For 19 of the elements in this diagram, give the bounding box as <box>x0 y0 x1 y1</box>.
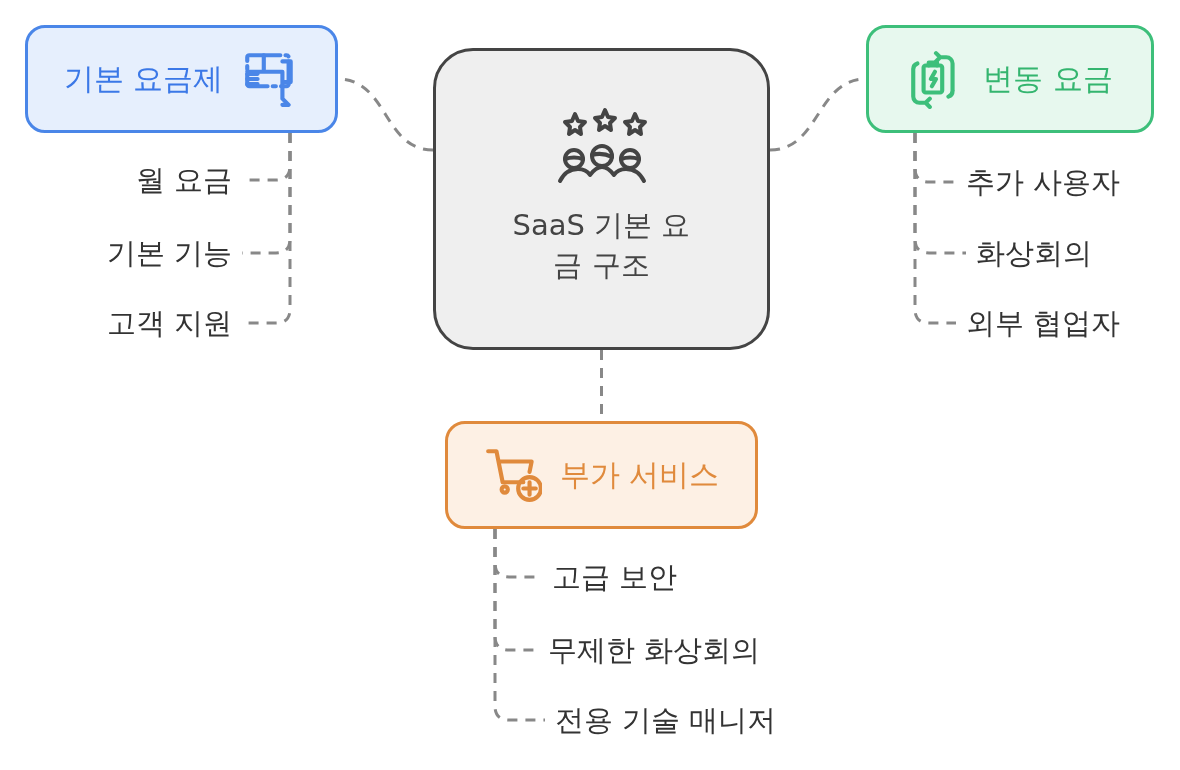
list-item-text: 외부 협업자 <box>956 303 1131 343</box>
box-title: SaaS 기본 요금 구조 <box>511 207 692 284</box>
central-box <box>433 48 770 350</box>
list-item-text: 고객 지원 <box>96 303 242 343</box>
box-label: 부가 서비스 <box>559 455 720 494</box>
list-item-text: 기본 기능 <box>96 233 242 273</box>
box-label: 기본 요금제 <box>63 59 224 98</box>
connector-line <box>913 133 956 325</box>
category-box <box>25 25 338 133</box>
box-label: 변동 요금 <box>983 59 1113 98</box>
list-item-text: 추가 사용자 <box>956 162 1131 202</box>
list-item-text: 월 요금 <box>125 160 242 200</box>
category-box <box>866 25 1154 133</box>
connector-line <box>493 529 545 722</box>
category-box <box>445 421 758 529</box>
list-item-text: 전용 기술 매니저 <box>545 700 787 740</box>
list-item-text: 고급 보안 <box>542 557 688 597</box>
list-item-text: 무제한 화상회의 <box>538 630 771 670</box>
list-item-text: 화상회의 <box>966 233 1102 273</box>
